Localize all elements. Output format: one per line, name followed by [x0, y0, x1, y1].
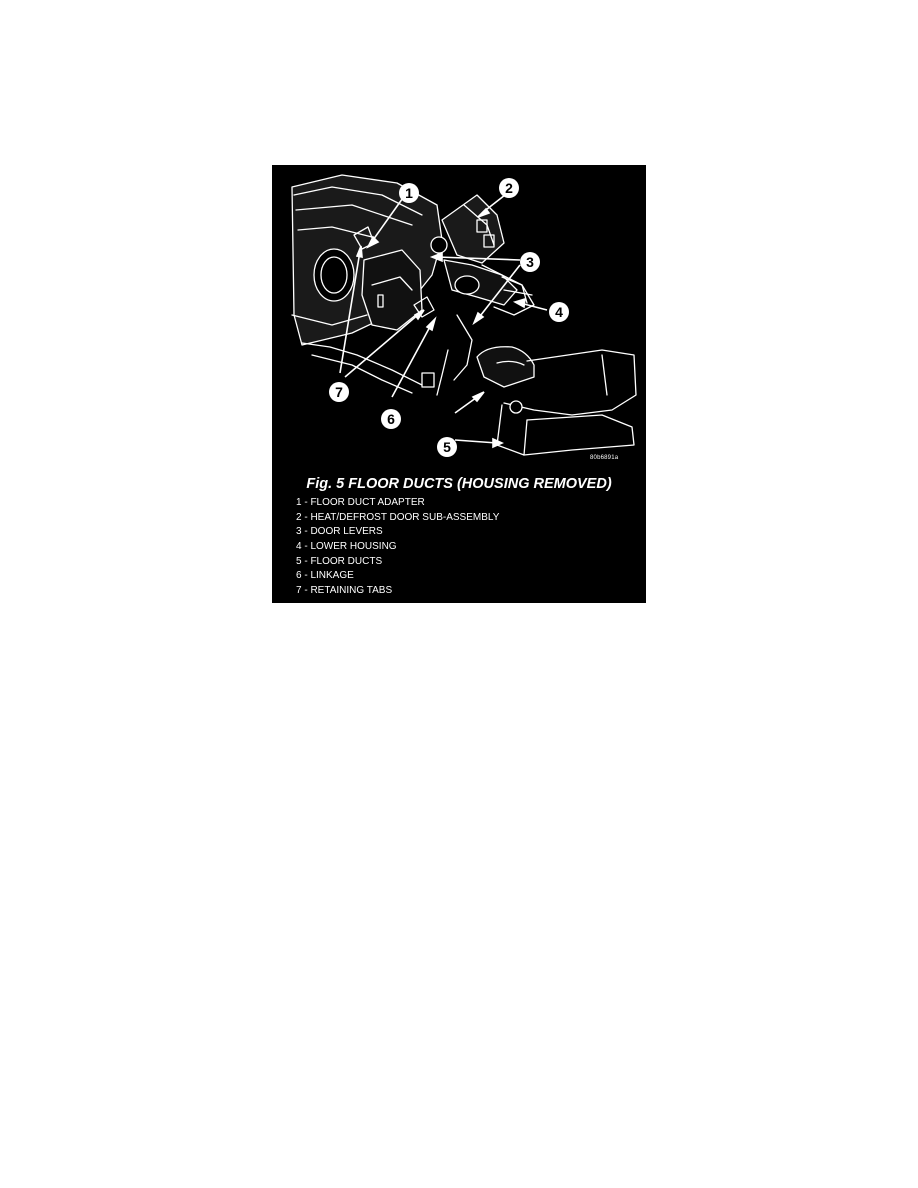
callout-4: 4: [549, 302, 569, 322]
svg-text:5: 5: [443, 439, 451, 455]
svg-text:2: 2: [505, 180, 513, 196]
svg-text:1: 1: [405, 185, 413, 201]
legend-item: 1 - FLOOR DUCT ADAPTER: [296, 497, 425, 508]
legend-item: 6 - LINKAGE: [296, 570, 354, 582]
callout-3: 3: [520, 252, 540, 272]
svg-text:6: 6: [387, 411, 395, 427]
legend-item: 3 - DOOR LEVERS: [296, 526, 383, 538]
figure-panel: 1 2 3 4 5 6 7 80b6891a Fig. 5 FLOOR DUCT…: [272, 165, 646, 603]
legend-item: 7 - RETAINING TABS: [296, 585, 393, 597]
svg-text:3: 3: [526, 254, 534, 270]
svg-text:4: 4: [555, 304, 563, 320]
svg-text:7: 7: [335, 384, 343, 400]
callout-2: 2: [499, 178, 519, 198]
legend-item: 2 - HEAT/DEFROST DOOR SUB-ASSEMBLY: [296, 511, 500, 523]
legend-list: 1 - FLOOR DUCT ADAPTER 2 - HEAT/DEFROST …: [296, 496, 499, 599]
callout-1: 1: [399, 183, 419, 203]
legend-item: 4 - LOWER HOUSING: [296, 541, 397, 553]
callout-5: 5: [437, 437, 457, 457]
hvac-illustration: 1 2 3 4 5 6 7: [291, 174, 637, 457]
figure-title: Fig. 5 FLOOR DUCTS (HOUSING REMOVED): [306, 476, 612, 492]
legend-item: 5 - FLOOR DUCTS: [296, 555, 383, 567]
callout-6: 6: [381, 409, 401, 429]
callout-7: 7: [329, 382, 349, 402]
image-code: 80b6891a: [590, 455, 619, 461]
